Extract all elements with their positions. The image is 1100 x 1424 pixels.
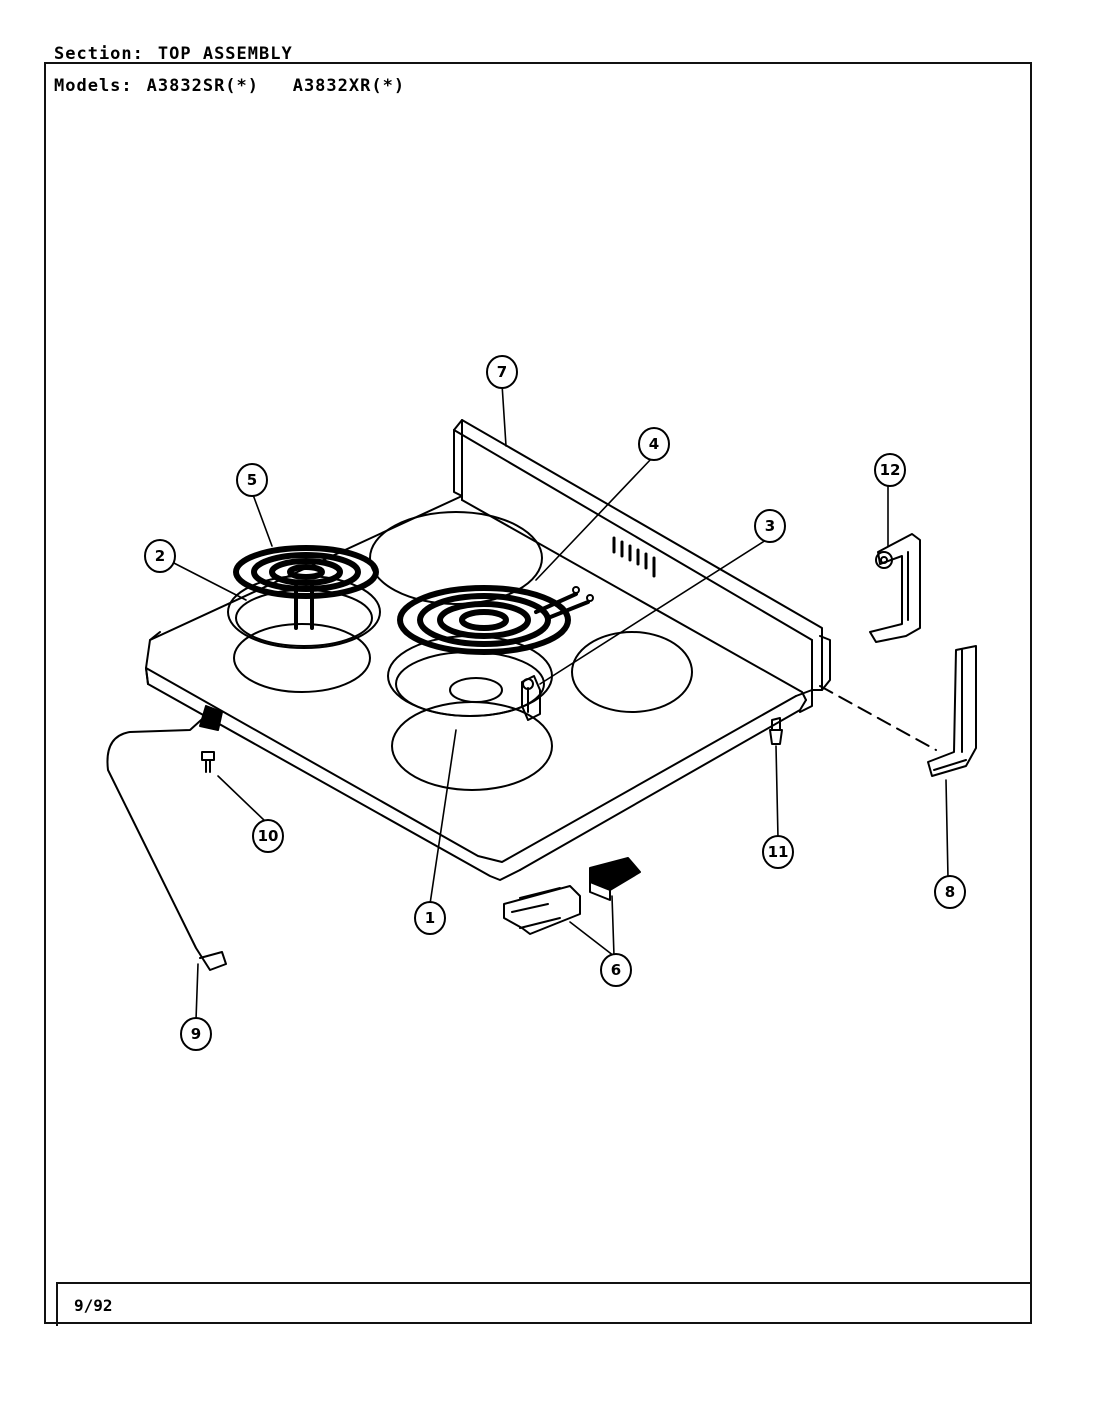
plastic-clip	[769, 717, 783, 745]
callout-circle	[252, 819, 284, 853]
callout-8: 8	[934, 875, 966, 909]
callout-2: 2	[144, 539, 176, 573]
revision-date: 9/92	[74, 1296, 113, 1315]
callout-number: 12	[880, 461, 901, 479]
footer-left-rule	[56, 1282, 58, 1326]
callout-circle	[638, 427, 670, 461]
callout-1: 1	[414, 901, 446, 935]
callout-circle	[874, 453, 906, 487]
diagram-frame	[44, 62, 1032, 1324]
callout-7: 7	[486, 355, 518, 389]
callout-circle	[762, 835, 794, 869]
left-surface-element	[233, 545, 379, 630]
callout-3: 3	[754, 509, 786, 543]
support-rod	[106, 705, 227, 971]
callout-number: 8	[945, 883, 955, 901]
alignment-line	[819, 685, 937, 751]
callout-12: 12	[874, 453, 906, 487]
callout-circle	[236, 463, 268, 497]
callout-number: 9	[191, 1025, 201, 1043]
section-value: TOP ASSEMBLY	[157, 44, 293, 64]
callout-number: 3	[765, 517, 775, 535]
callout-number: 4	[649, 435, 659, 453]
switch-block	[589, 857, 641, 901]
callout-4: 4	[638, 427, 670, 461]
callout-circle	[486, 355, 518, 389]
callout-number: 10	[258, 827, 279, 845]
section-heading: Section: TOP ASSEMBLY	[54, 44, 293, 64]
callout-number: 5	[247, 471, 257, 489]
callout-9: 9	[180, 1017, 212, 1051]
callout-circle	[144, 539, 176, 573]
callout-circle	[414, 901, 446, 935]
callout-number: 6	[611, 961, 621, 979]
models-label: Models:	[54, 76, 133, 96]
callout-circle	[600, 953, 632, 987]
callout-10: 10	[252, 819, 284, 853]
callout-circle	[754, 509, 786, 543]
callout-circle	[934, 875, 966, 909]
models-heading: Models: A3832SR(*) A3832XR(*)	[54, 76, 405, 96]
callout-5: 5	[236, 463, 268, 497]
callout-number: 2	[155, 547, 165, 565]
leader-lines	[167, 383, 949, 1021]
cooktop-main-top	[145, 419, 831, 881]
receptacle-bracket	[521, 675, 541, 721]
callout-number: 11	[768, 843, 789, 861]
models-value: A3832SR(*) A3832XR(*)	[146, 76, 406, 96]
callout-circle	[180, 1017, 212, 1051]
footer-divider	[56, 1282, 1032, 1284]
right-surface-element	[397, 585, 594, 655]
screw	[201, 751, 215, 773]
terminal-block	[503, 885, 581, 935]
section-label: Section:	[54, 44, 144, 64]
hinge	[869, 533, 921, 643]
callout-6: 6	[600, 953, 632, 987]
side-trim	[927, 645, 977, 777]
callout-number: 7	[497, 363, 507, 381]
callout-11: 11	[762, 835, 794, 869]
callout-number: 1	[425, 909, 435, 927]
